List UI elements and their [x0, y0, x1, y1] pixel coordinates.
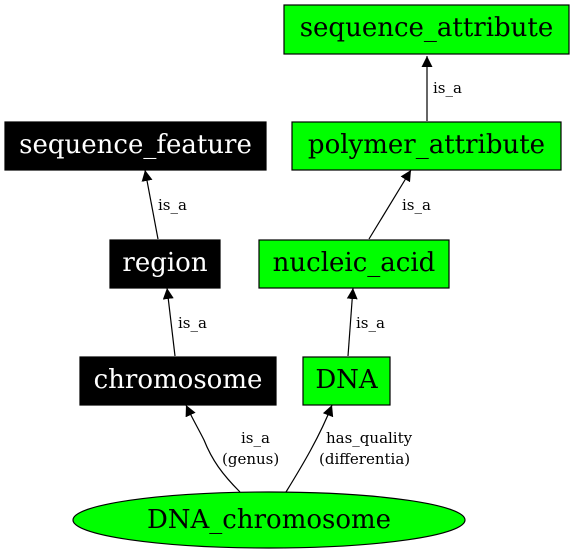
node-box — [4, 121, 267, 171]
edge-label: (differentia) — [319, 450, 410, 468]
node-box — [291, 121, 562, 171]
edge-label: is_a — [178, 314, 207, 332]
edge-label: (genus) — [222, 450, 279, 468]
edge-dna-chromosome-is-a-chromosome: is_a (genus) — [185, 404, 279, 493]
edge-line — [285, 404, 334, 493]
node-label: region — [122, 248, 207, 278]
node-sequence-feature: sequence_feature — [4, 121, 267, 171]
node-label: DNA_chromosome — [147, 505, 391, 535]
node-polymer-attribute: polymer_attribute — [291, 121, 562, 171]
node-sequence-attribute: sequence_attribute — [283, 4, 570, 55]
node-label: DNA — [315, 365, 379, 395]
node-chromosome: chromosome — [79, 356, 277, 406]
edge-dna-is-a-nucleic-acid: is_a — [346, 287, 385, 357]
edge-polymer-attribute-is-a-sequence-attribute: is_a — [421, 56, 462, 121]
node-dna: DNA — [302, 356, 391, 406]
edge-line — [141, 169, 159, 240]
node-box — [283, 4, 570, 55]
edge-label: is_a — [158, 196, 187, 214]
edge-dna-chromosome-has-quality-dna: has_quality (differentia) — [285, 404, 413, 493]
edge-line — [185, 404, 241, 493]
node-label: chromosome — [94, 365, 263, 395]
node-label: sequence_feature — [19, 130, 252, 160]
node-label: sequence_attribute — [300, 13, 554, 43]
node-box — [109, 239, 221, 289]
node-label: polymer_attribute — [308, 130, 545, 160]
edge-chromosome-is-a-region: is_a — [162, 287, 207, 357]
node-box — [79, 356, 277, 406]
edge-line — [368, 169, 412, 240]
node-nucleic-acid: nucleic_acid — [258, 239, 450, 289]
edge-label: is_a — [241, 429, 270, 447]
node-dna-chromosome: DNA_chromosome — [72, 491, 466, 549]
node-ellipse — [72, 491, 466, 549]
edge-line — [162, 287, 176, 357]
edge-label: has_quality — [326, 429, 413, 447]
edge-region-is-a-sequence-feature: is_a — [141, 169, 187, 240]
edge-label: is_a — [356, 314, 385, 332]
edge-line — [346, 287, 358, 357]
edge-label: is_a — [433, 79, 462, 97]
node-label: nucleic_acid — [273, 248, 436, 278]
node-box — [302, 356, 391, 406]
node-box — [258, 239, 450, 289]
edge-nucleic-acid-is-a-polymer-attribute: is_a — [368, 169, 431, 240]
edge-label: is_a — [402, 196, 431, 214]
node-region: region — [109, 239, 221, 289]
